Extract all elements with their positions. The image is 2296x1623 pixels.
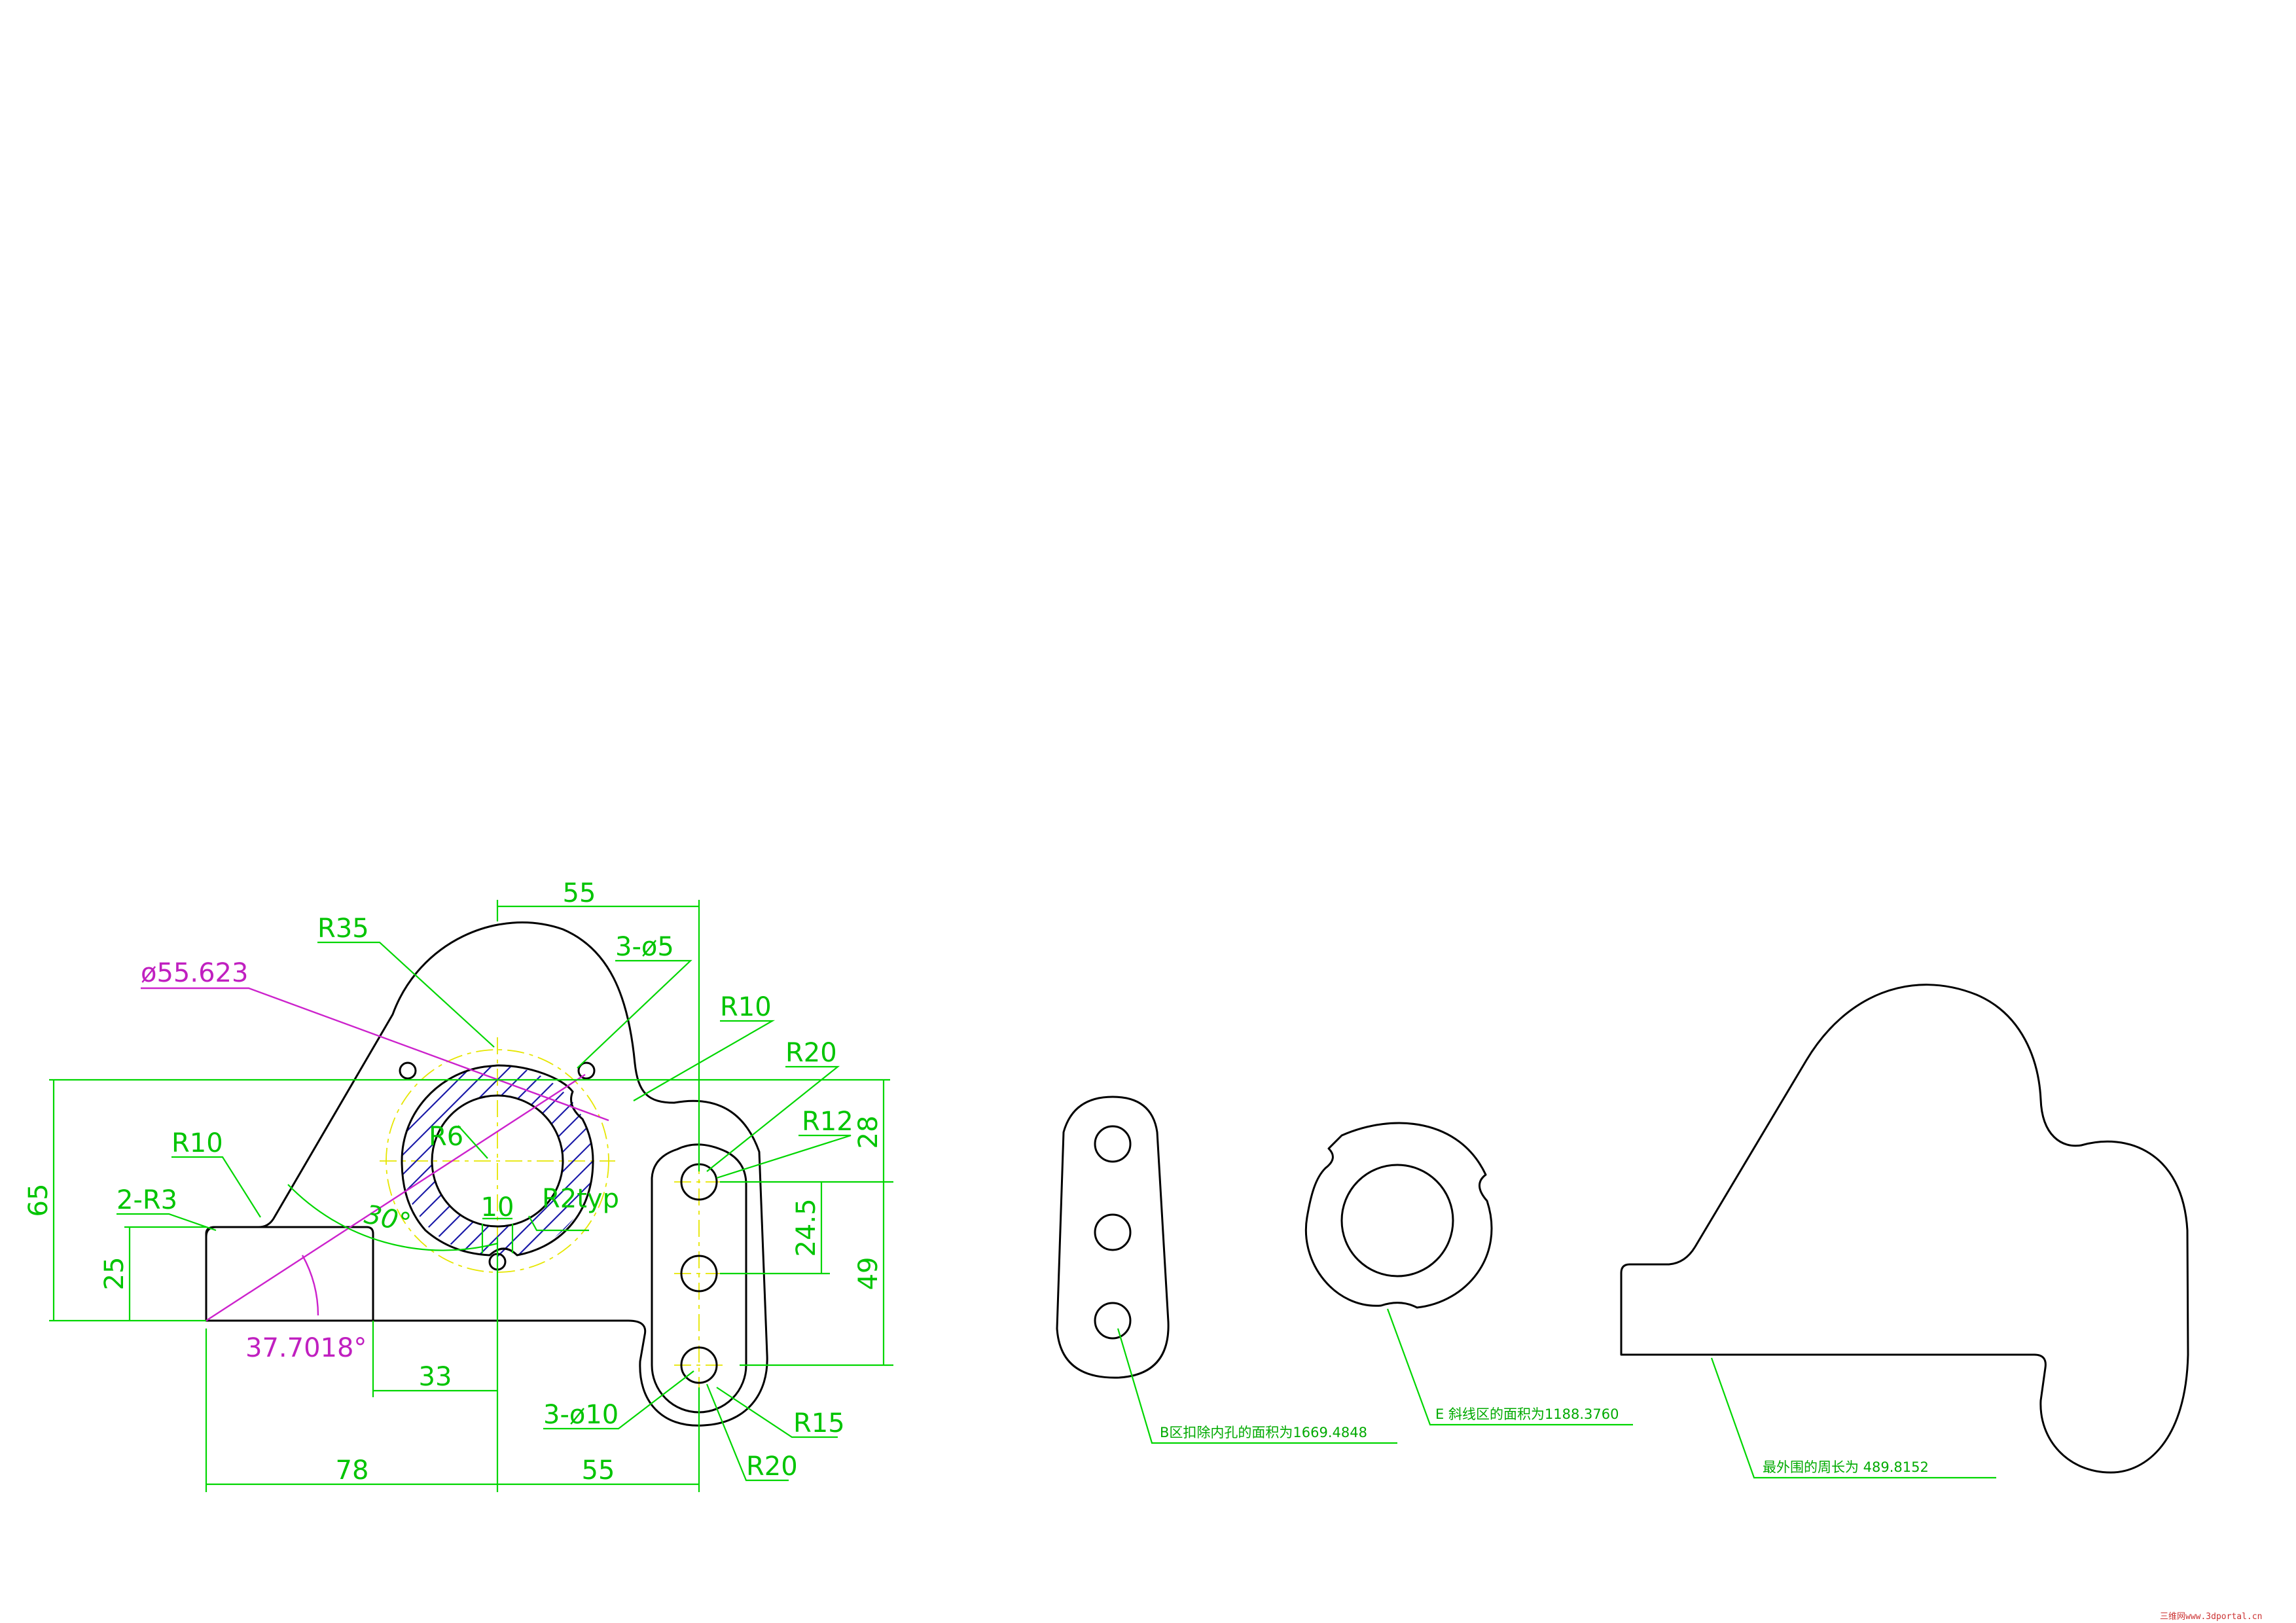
dimension-lines bbox=[49, 900, 893, 1492]
shape-outer: 最外围的周长为 489.8152 bbox=[1620, 984, 2189, 1479]
dim-65: 65 bbox=[24, 1184, 54, 1217]
dim-2-r3: 2-R3 bbox=[117, 1185, 177, 1215]
hole-large-3 bbox=[680, 1346, 718, 1384]
watermark: 三维网www.3dportal.cn bbox=[2160, 1612, 2262, 1622]
dim-3-phi5: 3-ø5 bbox=[615, 932, 674, 962]
note-perimeter: 最外围的周长为 489.8152 bbox=[1763, 1459, 1929, 1475]
note-e-area: E 斜线区的面积为1188.3760 bbox=[1435, 1406, 1619, 1422]
dim-r20-bottom: R20 bbox=[746, 1452, 798, 1482]
dim-28: 28 bbox=[853, 1116, 884, 1149]
dim-3-phi10: 3-ø10 bbox=[543, 1400, 619, 1430]
dim-25: 25 bbox=[99, 1257, 130, 1291]
dim-angle-30: 30° bbox=[362, 1200, 414, 1239]
hole-small-1 bbox=[399, 1061, 417, 1080]
dim-bottom-55: 55 bbox=[582, 1455, 615, 1486]
shape-e: E 斜线区的面积为1188.3760 bbox=[1305, 1122, 1633, 1426]
dim-r10-left: R10 bbox=[171, 1128, 223, 1158]
note-b-area: B区扣除内孔的面积为1669.4848 bbox=[1160, 1425, 1367, 1440]
dim-r35: R35 bbox=[317, 914, 369, 944]
dim-r2typ: R2typ bbox=[542, 1184, 619, 1214]
hole-small-2 bbox=[577, 1061, 596, 1080]
shape-b: B区扣除内孔的面积为1669.4848 bbox=[1056, 1096, 1397, 1444]
dim-78: 78 bbox=[336, 1455, 369, 1486]
main-drawing: 55 R35 3-ø5 ø55.623 R10 R20 R12 28 65 R1… bbox=[24, 878, 893, 1492]
dim-angle-37: 37.7018° bbox=[245, 1333, 367, 1363]
dim-33: 33 bbox=[419, 1362, 452, 1392]
left-block bbox=[205, 1226, 374, 1322]
dimension-texts: 55 R35 3-ø5 ø55.623 R10 R20 R12 28 65 R1… bbox=[24, 878, 884, 1486]
dim-r10-top: R10 bbox=[720, 992, 772, 1022]
dim-10: 10 bbox=[481, 1192, 514, 1222]
measurement-lines bbox=[141, 987, 609, 1322]
dim-r12: R12 bbox=[802, 1107, 853, 1137]
outer-contour bbox=[205, 921, 768, 1427]
dim-top-55: 55 bbox=[563, 878, 596, 908]
dim-r15: R15 bbox=[793, 1408, 845, 1438]
dim-r20-top: R20 bbox=[785, 1038, 837, 1068]
dim-24-5: 24.5 bbox=[791, 1198, 821, 1257]
hole-large-2 bbox=[680, 1255, 718, 1293]
dim-49: 49 bbox=[853, 1257, 884, 1291]
slot-outline bbox=[651, 1143, 747, 1414]
dim-phi55: ø55.623 bbox=[141, 958, 248, 988]
dim-r6: R6 bbox=[429, 1122, 463, 1152]
